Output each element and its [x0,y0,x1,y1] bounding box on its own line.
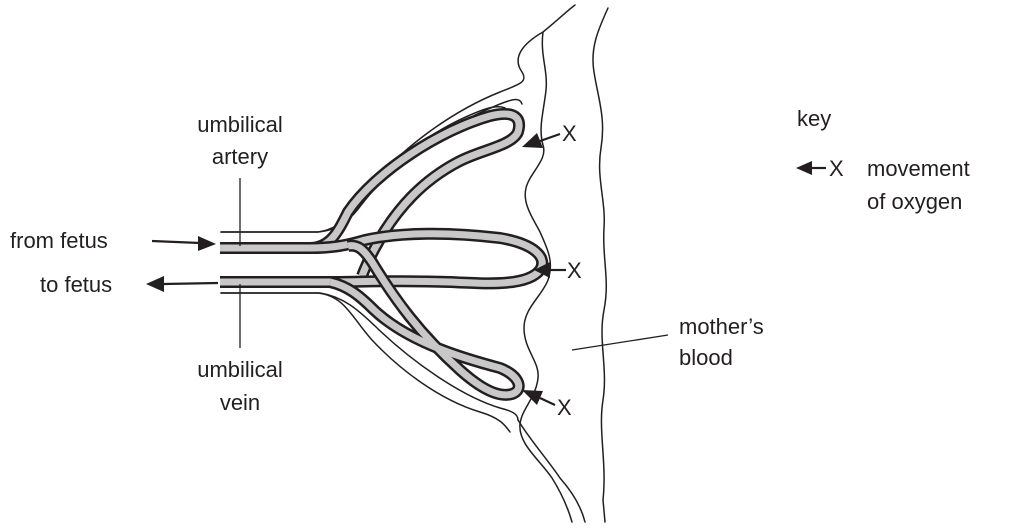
to-fetus-arrow [146,276,218,292]
x-label-top: X [562,121,577,146]
x-label-bottom: X [557,395,572,420]
umbilical-vein-label-line2: vein [220,390,260,415]
to-fetus-label: to fetus [40,272,112,297]
key-arrow [796,161,826,175]
from-fetus-label: from fetus [10,228,108,253]
capillary-loops [220,114,542,395]
umbilical-artery-label-line1: umbilical [197,112,283,137]
oxygen-arrow-bottom [522,390,555,405]
uterine-wall-line [593,8,608,522]
x-label-middle: X [567,258,582,283]
capillary-loop-bottom-fill [330,246,519,395]
mothers-blood-label-line1: mother’s [679,314,764,339]
key-title: key [797,106,831,131]
key-symbol: X [829,156,844,181]
mothers-blood-leader [572,335,668,350]
capillary-loop-bottom [330,246,519,395]
key-desc-line2: of oxygen [867,189,962,214]
key-desc-line1: movement [867,156,970,181]
umbilical-artery-label-line2: artery [212,144,268,169]
mothers-blood-label-line2: blood [679,345,733,370]
from-fetus-arrow [152,236,216,251]
umbilical-vein-label-line1: umbilical [197,357,283,382]
villus-outer-membrane [221,5,575,522]
